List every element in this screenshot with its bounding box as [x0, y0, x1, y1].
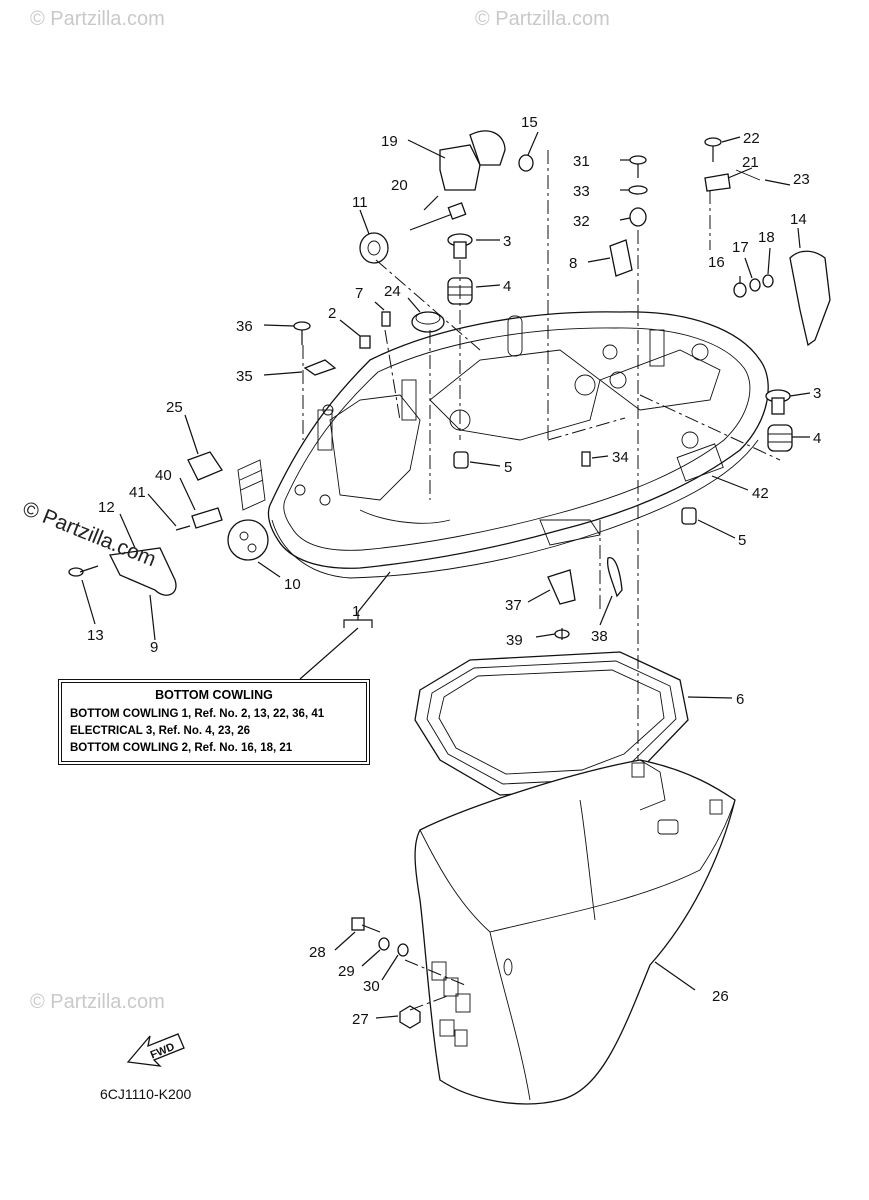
part-number-label: 35: [236, 368, 253, 385]
part-number-label: 25: [166, 399, 183, 416]
part-number-label: 12: [98, 499, 115, 516]
part-number-label: 3: [503, 233, 511, 250]
part-number-label: 28: [309, 944, 326, 961]
part-number-label: 2: [328, 305, 336, 322]
part-number-label: 19: [381, 133, 398, 150]
watermark-text: © Partzilla.com: [30, 8, 165, 30]
part-number-label: 26: [712, 988, 729, 1005]
bottom-cowling-shape: [237, 311, 769, 579]
part-number-label: 38: [591, 628, 608, 645]
part-number-label: 1: [352, 603, 360, 620]
part-number-label: 10: [284, 576, 301, 593]
part-number-label: 30: [363, 978, 380, 995]
diagram-code-label: 6CJ1110-K200: [100, 1086, 192, 1102]
part-number-label: 14: [790, 211, 807, 228]
part-number-label: 4: [813, 430, 821, 447]
part-number-label: 20: [391, 177, 408, 194]
leader-lines: [81, 131, 811, 1019]
assembly-guide-lines: [302, 150, 781, 1011]
part-number-label: 13: [87, 627, 104, 644]
part-number-label: 17: [732, 239, 749, 256]
part-number-label: 6: [736, 691, 744, 708]
part-number-label: 36: [236, 318, 253, 335]
part-number-label: 41: [129, 484, 146, 501]
part-number-label: 42: [752, 485, 769, 502]
part-number-label: 5: [504, 459, 512, 476]
part-number-label: 32: [573, 213, 590, 230]
part-number-label: 11: [352, 194, 368, 211]
part-number-label: 16: [708, 254, 725, 271]
part-number-label: 31: [573, 153, 590, 170]
watermark-text: © Partzilla.com: [475, 8, 610, 30]
part-number-label: 7: [355, 285, 363, 302]
part-number-label: 4: [503, 278, 511, 295]
legend-line: BOTTOM COWLING 2, Ref. No. 16, 18, 21: [70, 742, 293, 754]
legend-line: BOTTOM COWLING 1, Ref. No. 2, 13, 22, 36…: [70, 708, 325, 720]
part-number-label: 3: [813, 385, 821, 402]
part-number-labels: 1 2 3 3 4 4 5 5 6 7 8 9 10 11 12 13 14 1…: [87, 114, 821, 1028]
part-number-label: 29: [338, 963, 355, 980]
watermark-text: © Partzilla.com: [30, 991, 165, 1013]
part-number-label: 15: [521, 114, 538, 131]
part-number-label: 21: [742, 154, 759, 171]
part-number-label: 37: [505, 597, 522, 614]
part-number-label: 23: [793, 171, 810, 188]
part-number-label: 24: [384, 283, 401, 300]
part-number-label: 33: [573, 183, 590, 200]
part-number-label: 18: [758, 229, 775, 246]
part-number-label: 34: [612, 449, 629, 466]
part-number-label: 40: [155, 467, 172, 484]
legend-line: ELECTRICAL 3, Ref. No. 4, 23, 26: [70, 725, 251, 737]
legend-title: BOTTOM COWLING: [155, 688, 273, 702]
lower-cover-shape: [414, 759, 736, 1105]
part-number-label: 5: [738, 532, 746, 549]
legend-box: BOTTOM COWLING BOTTOM COWLING 1, Ref. No…: [58, 679, 370, 765]
part-number-label: 9: [150, 639, 158, 656]
part-number-label: 39: [506, 632, 523, 649]
fwd-arrow-icon: FWD: [126, 1033, 185, 1067]
part-number-label: 8: [569, 255, 577, 272]
part-number-label: 27: [352, 1011, 369, 1028]
part-number-label: 22: [743, 130, 760, 147]
small-parts: [68, 130, 831, 1029]
